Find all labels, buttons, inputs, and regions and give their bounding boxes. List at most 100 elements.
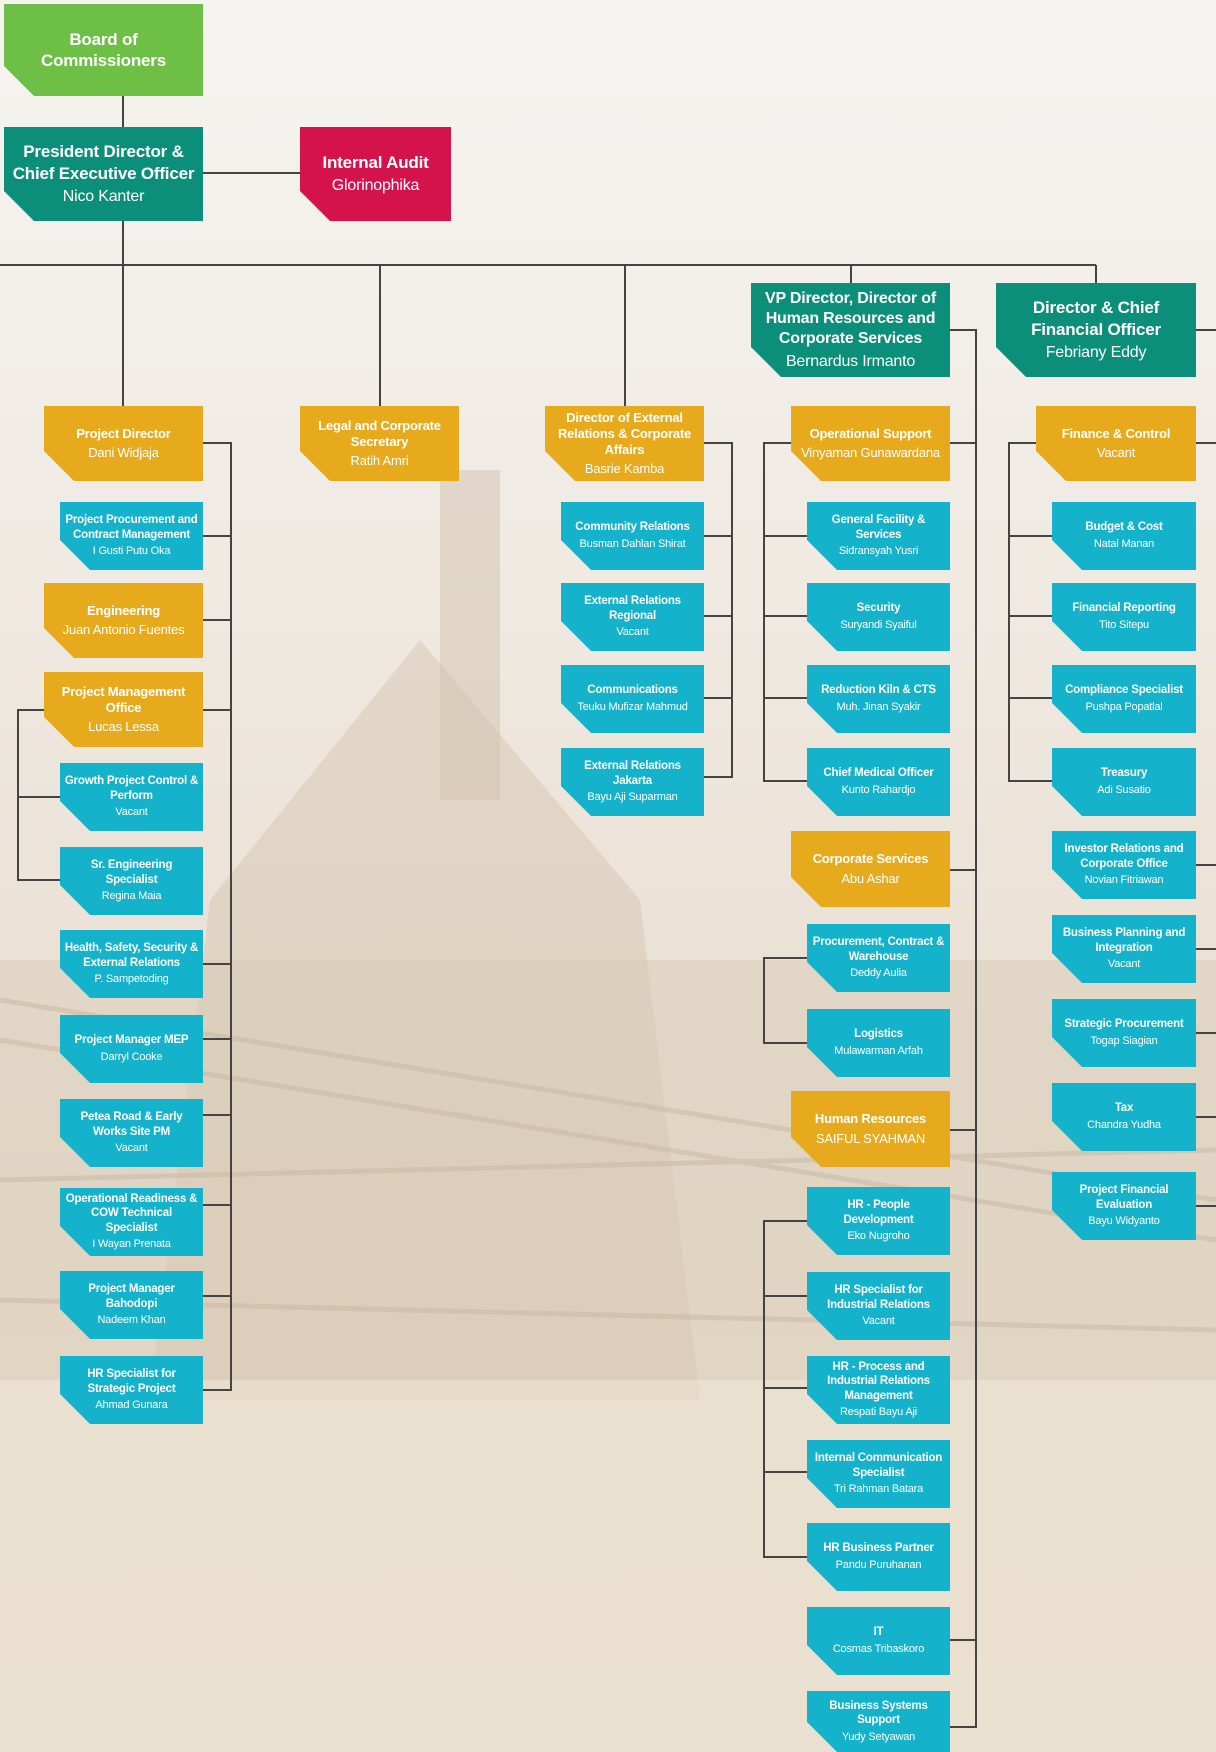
unit-name: Pandu Puruhanan [835,1558,922,1571]
internal-audit-box[interactable]: Internal Audit Glorinophika [300,127,451,221]
unit-name: Regina Maia [101,890,162,902]
unit-name: Suryandi Syaiful [840,618,917,631]
finance-control-name: Vacant [1096,445,1136,460]
cfo-box[interactable]: Director & Chief Financial Officer Febri… [996,283,1196,377]
operational-support-box[interactable]: Operational Support Vinyaman Gunawardana [791,406,950,481]
unit-name: Togap Siagian [1090,1034,1158,1047]
unit-name: Sidransyah Yusri [838,545,919,557]
unit-box[interactable]: Project Manager Bahodopi Nadeem Khan [60,1271,203,1339]
cfo-name: Febriany Eddy [1045,343,1147,361]
unit-title: HR - People Development [843,1199,914,1226]
unit-box[interactable]: Operational Readiness & COW Technical Sp… [60,1188,203,1256]
unit-name: Vacant [115,1142,148,1154]
unit-title: Reduction Kiln & CTS [821,684,936,697]
unit-title: Project Manager Bahodopi [88,1283,175,1310]
unit-box[interactable]: Growth Project Control & Perform Vacant [60,763,203,831]
unit-title: Project Procurement and Contract Managem… [65,514,198,541]
unit-box[interactable]: Financial Reporting Tito Sitepu [1052,583,1196,651]
unit-box[interactable]: Business Planning and Integration Vacant [1052,915,1196,983]
unit-name: Kunto Rahardjo [841,783,916,796]
unit-title: General Facility & Services [831,514,926,541]
unit-box[interactable]: Reduction Kiln & CTS Muh. Jinan Syakir [807,665,950,733]
unit-title: Sr. Engineering Specialist [90,859,173,886]
unit-box[interactable]: Internal Communication Specialist Tri Ra… [807,1440,950,1508]
unit-box[interactable]: Investor Relations and Corporate Office … [1052,831,1196,899]
finance-control-title: Finance & Control [1061,425,1171,441]
cfo-title: Director & Chief Financial Officer [1031,298,1161,339]
unit-box[interactable]: Procurement, Contract & Warehouse Deddy … [807,924,950,992]
unit-box[interactable]: Sr. Engineering Specialist Regina Maia [60,847,203,915]
pmo-name: Lucas Lessa [88,719,159,735]
unit-box[interactable]: Business Systems Support Yudy Setyawan [807,1691,950,1752]
external-relations-director-box[interactable]: Director of External Relations & Corpora… [545,406,704,481]
ceo-name: Nico Kanter [62,187,145,205]
unit-box[interactable]: Petea Road & Early Works Site PM Vacant [60,1099,203,1167]
unit-title: Strategic Procurement [1064,1018,1184,1031]
unit-box[interactable]: Security Suryandi Syaiful [807,583,950,651]
unit-box[interactable]: HR - People Development Eko Nugroho [807,1187,950,1255]
unit-box[interactable]: HR Business Partner Pandu Puruhanan [807,1523,950,1591]
unit-box[interactable]: Treasury Adi Susatio [1052,748,1196,816]
unit-title: Security [856,602,901,615]
human-resources-box[interactable]: Human Resources SAIFUL SYAHMAN [791,1091,950,1167]
unit-name: P. Sampetoding [94,973,169,985]
unit-box[interactable]: Budget & Cost Natal Manan [1052,502,1196,570]
unit-box[interactable]: IT Cosmas Tribaskoro [807,1607,950,1675]
unit-box[interactable]: Project Financial Evaluation Bayu Widyan… [1052,1172,1196,1240]
unit-name: Ahmad Gunara [95,1399,168,1411]
unit-title: Business Planning and Integration [1062,927,1186,954]
unit-title: Project Financial Evaluation [1079,1184,1169,1211]
unit-title: HR - Process and Industrial Relations Ma… [827,1361,930,1402]
unit-title: Chief Medical Officer [823,767,934,780]
pmo-box[interactable]: Project Management Office Lucas Lessa [44,672,203,747]
ceo-box[interactable]: President Director & Chief Executive Off… [4,127,203,221]
unit-name: Eko Nugroho [847,1230,910,1242]
unit-title: Communications [587,684,678,697]
internal-audit-name: Glorinophika [331,177,420,195]
unit-box[interactable]: HR Specialist for Strategic Project Ahma… [60,1356,203,1424]
unit-title: Investor Relations and Corporate Office [1064,843,1184,870]
unit-box[interactable]: Community Relations Busman Dahlan Shirat [561,502,704,570]
unit-box[interactable]: Communications Teuku Mufizar Mahmud [561,665,704,733]
unit-box[interactable]: HR - Process and Industrial Relations Ma… [807,1356,950,1424]
engineering-name: Juan Antonio Fuentes [62,622,185,637]
unit-box[interactable]: Chief Medical Officer Kunto Rahardjo [807,748,950,816]
unit-name: I Gusti Putu Oka [92,545,171,557]
project-director-box[interactable]: Project Director Dani Widjaja [44,406,203,481]
unit-box[interactable]: External Relations Jakarta Bayu Aji Supa… [561,748,704,816]
unit-title: Compliance Specialist [1065,684,1183,697]
unit-box[interactable]: Health, Safety, Security & External Rela… [60,930,203,998]
unit-name: Teuku Mufizar Mahmud [577,700,688,713]
unit-title: Growth Project Control & Perform [64,775,199,802]
unit-box[interactable]: Project Manager MEP Darryl Cooke [60,1015,203,1083]
unit-box[interactable]: Project Procurement and Contract Managem… [60,502,203,570]
unit-title: Business Systems Support [829,1699,928,1727]
unit-box[interactable]: Compliance Specialist Pushpa Popatlal [1052,665,1196,733]
unit-box[interactable]: Strategic Procurement Togap Siagian [1052,999,1196,1067]
engineering-box[interactable]: Engineering Juan Antonio Fuentes [44,583,203,658]
unit-name: Bayu Aji Suparman [587,791,678,803]
unit-name: Pushpa Popatlal [1085,700,1163,713]
unit-name: Adi Susatio [1097,783,1151,796]
unit-name: Tito Sitepu [1099,618,1149,631]
vp-hr-director-box[interactable]: VP Director, Director of Human Resources… [751,283,950,377]
unit-box[interactable]: External Relations Regional Vacant [561,583,704,651]
finance-control-box[interactable]: Finance & Control Vacant [1036,406,1196,481]
unit-title: Budget & Cost [1085,521,1163,534]
human-resources-name: SAIFUL SYAHMAN [815,1130,926,1146]
corporate-services-box[interactable]: Corporate Services Abu Ashar [791,831,950,907]
legal-box[interactable]: Legal and Corporate Secretary Ratih Amri [300,406,459,481]
unit-name: Tri Rahman Batara [833,1483,924,1495]
external-relations-director-title: Director of External Relations & Corpora… [557,409,692,457]
unit-title: Procurement, Contract & Warehouse [812,936,945,963]
board-of-commissioners-box[interactable]: Board of Commissioners [4,4,203,96]
unit-title: Logistics [854,1028,903,1041]
unit-name: Novian Fitriawan [1084,874,1164,886]
unit-box[interactable]: Tax Chandra Yudha [1052,1083,1196,1151]
unit-box[interactable]: General Facility & Services Sidransyah Y… [807,502,950,570]
unit-title: Treasury [1100,767,1148,780]
unit-name: Natal Manan [1093,537,1155,550]
unit-box[interactable]: HR Specialist for Industrial Relations V… [807,1272,950,1340]
unit-title: Tax [1114,1102,1134,1115]
unit-box[interactable]: Logistics Mulawarman Arfah [807,1009,950,1077]
